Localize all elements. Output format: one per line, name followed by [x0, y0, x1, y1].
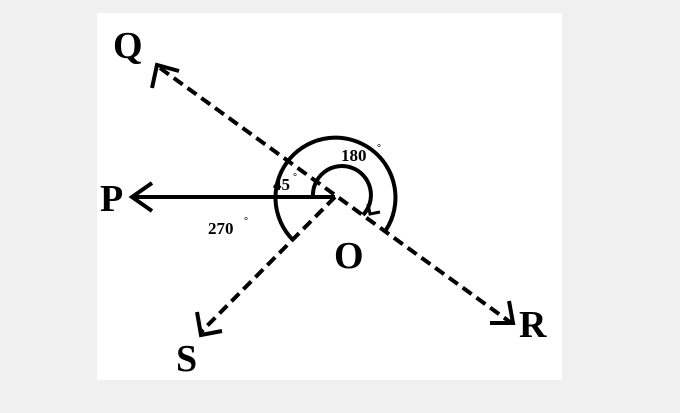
angle-180-degree: °	[377, 143, 381, 154]
label-p: P	[100, 178, 123, 220]
ray-os	[198, 195, 337, 335]
angle-180-value: 180	[341, 146, 367, 165]
angle-270-value: 270	[208, 219, 234, 238]
label-r: R	[519, 304, 547, 346]
angle-45-degree: °	[293, 172, 297, 183]
arc-270	[273, 135, 398, 242]
arrowhead-r	[490, 300, 516, 325]
arrowhead-p	[128, 181, 154, 213]
arrowhead-s	[195, 311, 223, 338]
line-qr	[158, 66, 512, 324]
label-o: O	[334, 235, 364, 277]
arrowhead-q	[150, 62, 180, 89]
angle-270-degree: °	[244, 216, 248, 227]
angle-45-value: 45	[273, 175, 290, 194]
arc-180-arrowhead	[366, 203, 381, 216]
arc-180	[310, 164, 373, 217]
label-q: Q	[113, 25, 143, 67]
label-s: S	[176, 338, 197, 380]
